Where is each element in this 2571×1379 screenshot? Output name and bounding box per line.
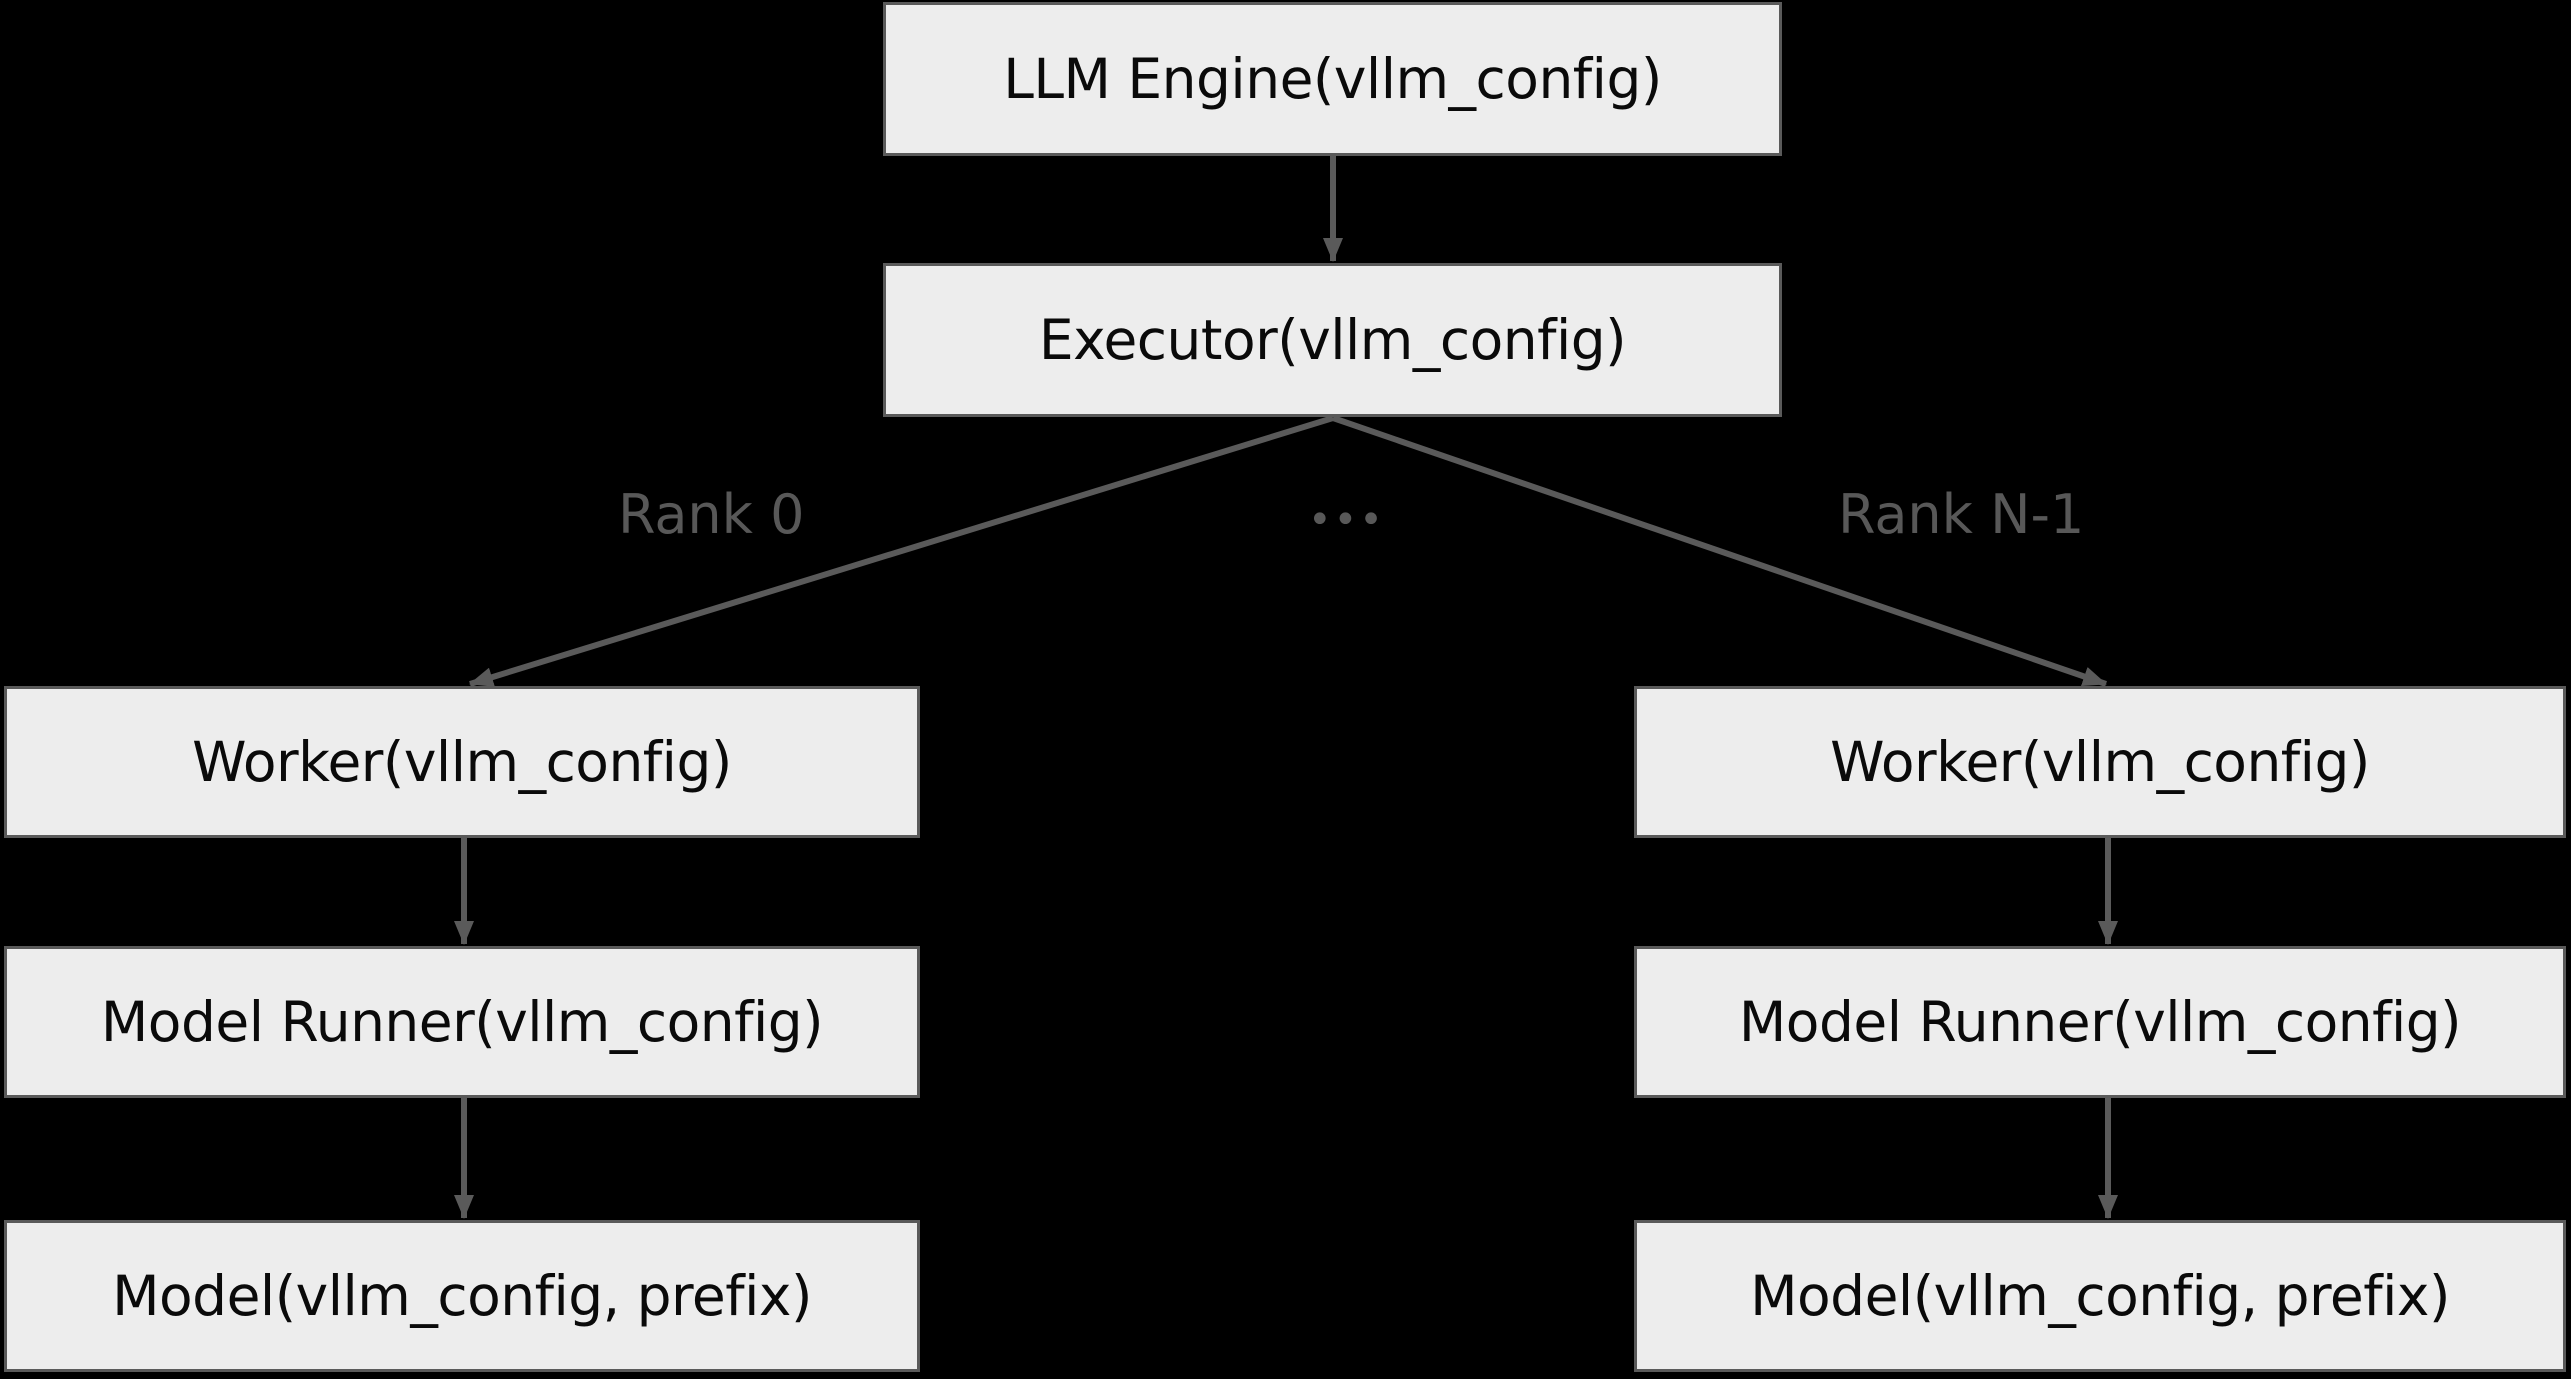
node-worker-rank0[interactable]: Worker(vllm_config) xyxy=(4,686,920,838)
node-model-rank-n-minus-1[interactable]: Model(vllm_config, prefix) xyxy=(1634,1220,2566,1372)
edge-executor-to-worker-rankn xyxy=(1332,415,2107,687)
node-executor-label: Executor(vllm_config) xyxy=(1038,307,1627,372)
node-model-rank0[interactable]: Model(vllm_config, prefix) xyxy=(4,1220,920,1372)
node-model-runner-rank-n-minus-1[interactable]: Model Runner(vllm_config) xyxy=(1634,946,2566,1098)
edge-label-ellipsis: ••• xyxy=(1308,497,1385,543)
edge-label-rank-0: Rank 0 xyxy=(618,483,805,546)
node-model-runner-rank0[interactable]: Model Runner(vllm_config) xyxy=(4,946,920,1098)
node-worker-rank-n-minus-1-label: Worker(vllm_config) xyxy=(1830,729,2370,794)
node-model-runner-rank0-label: Model Runner(vllm_config) xyxy=(100,989,824,1054)
edge-executor-to-worker-rank0 xyxy=(469,415,1334,687)
node-model-rank0-label: Model(vllm_config, prefix) xyxy=(112,1263,812,1328)
node-executor[interactable]: Executor(vllm_config) xyxy=(883,263,1782,417)
node-llm-engine-label: LLM Engine(vllm_config) xyxy=(1003,46,1662,111)
node-llm-engine[interactable]: LLM Engine(vllm_config) xyxy=(883,2,1782,156)
node-model-runner-rank-n-minus-1-label: Model Runner(vllm_config) xyxy=(1738,989,2462,1054)
node-model-rank-n-minus-1-label: Model(vllm_config, prefix) xyxy=(1750,1263,2450,1328)
edge-label-rank-n-minus-1: Rank N-1 xyxy=(1838,483,2085,546)
node-worker-rank0-label: Worker(vllm_config) xyxy=(192,729,732,794)
node-worker-rank-n-minus-1[interactable]: Worker(vllm_config) xyxy=(1634,686,2566,838)
